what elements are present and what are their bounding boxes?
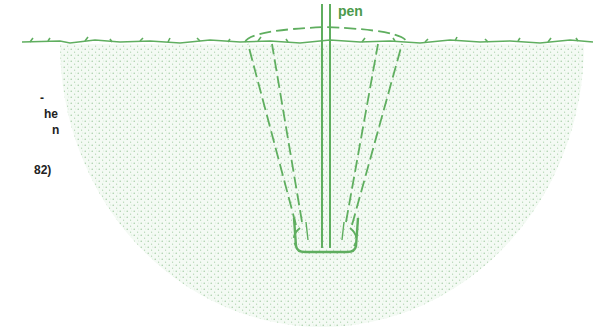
caption-fragment: he (44, 108, 58, 120)
ground-surface (22, 37, 593, 43)
caption-fragment: - (40, 92, 44, 104)
pen-stick (294, 4, 358, 252)
caption-fragment: n (52, 124, 59, 136)
part-label: pen (338, 4, 363, 18)
caption-fragment: 82) (34, 164, 51, 176)
dashed-movement-lines (245, 27, 407, 246)
